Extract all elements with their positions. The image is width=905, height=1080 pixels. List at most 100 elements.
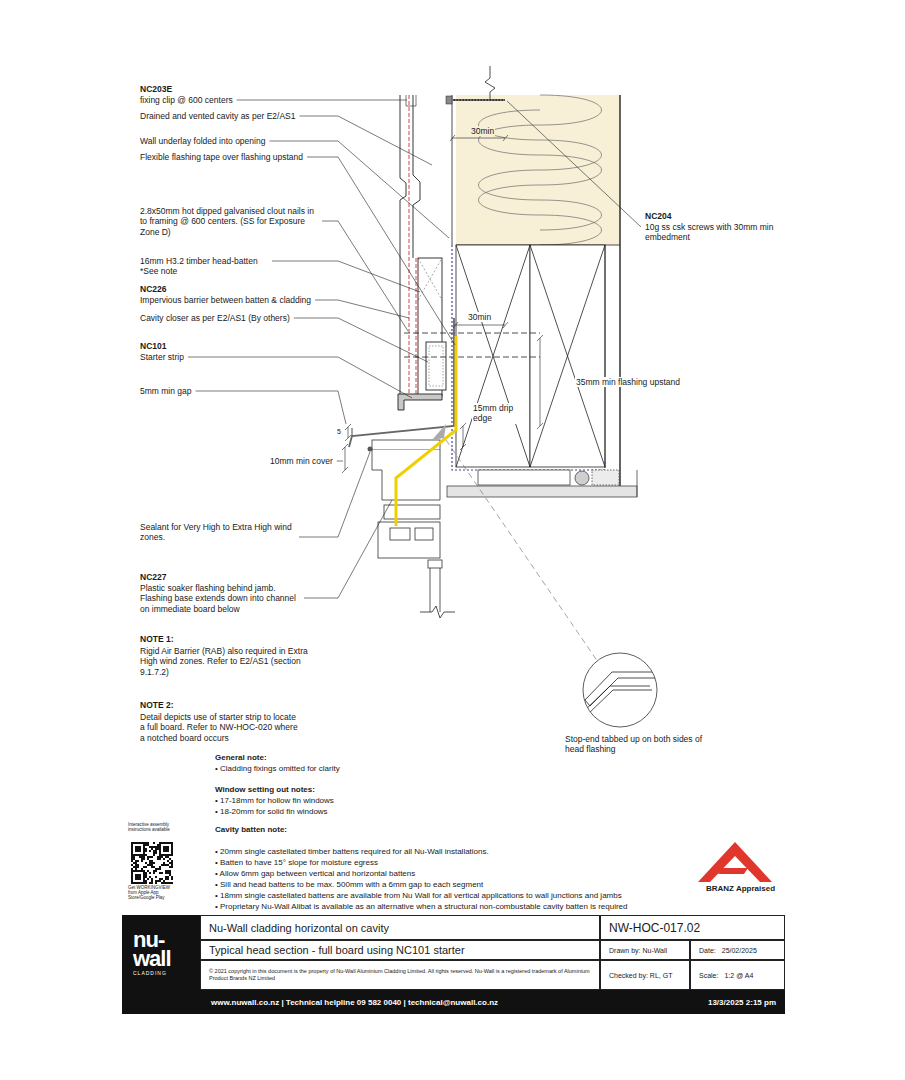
part-code: NC227: [140, 572, 166, 582]
qr-code: [141, 858, 143, 860]
qr-code: [135, 862, 137, 864]
qr-code: [131, 864, 133, 866]
qr-code: [131, 854, 133, 856]
reveal-lining: [478, 470, 570, 485]
cell-text: Drawn by: Nu-Wall: [609, 947, 667, 954]
qr-code: [137, 854, 139, 856]
cell-text: © 2021 copyright in this document is the…: [209, 968, 591, 982]
dimension: 35mm min flashing upstand: [575, 377, 681, 387]
cladding: [413, 95, 420, 258]
qr-code: [151, 866, 153, 868]
qr-code: [159, 848, 161, 850]
qr-code: [135, 866, 137, 868]
qr-code: [145, 862, 147, 864]
qr-code: [141, 856, 143, 858]
qr-code: [153, 852, 155, 854]
qr-code: [131, 872, 133, 874]
qr-code: [153, 866, 155, 868]
part-code: NC226: [140, 284, 166, 294]
qr-code: [155, 846, 157, 848]
qr-code: [167, 864, 169, 866]
qr-code: [159, 854, 161, 856]
qr-code: [141, 860, 143, 862]
qr-code: [161, 856, 163, 858]
callout-text: Drained and vented cavity as per E2/AS1: [140, 111, 295, 121]
qr-code: [159, 878, 161, 880]
qr-code: [141, 870, 143, 872]
qr-code: [133, 854, 135, 856]
qr-code: [135, 878, 137, 880]
qr-code: [151, 860, 153, 862]
reveal-lining: [575, 471, 589, 485]
qr-code: [145, 842, 147, 844]
qr-code: [137, 850, 139, 852]
qr-code: [143, 882, 145, 884]
window-frame: [428, 560, 442, 568]
qr-code: [153, 872, 155, 874]
drawing-number-cell: NW-HOC-017.02: [600, 915, 785, 940]
qr-code: [157, 858, 159, 860]
qr-code: [131, 856, 133, 858]
qr-code: [159, 880, 161, 882]
qr-code: [171, 862, 173, 864]
qr-code: [135, 842, 137, 844]
qr-code: [133, 862, 135, 864]
qr-code: [149, 872, 151, 874]
wall-framing: [619, 95, 620, 490]
window-frame: [368, 447, 373, 452]
qr-code: [131, 882, 133, 884]
qr-code: [143, 856, 145, 858]
drawn-by-cell: Drawn by: Nu-Wall: [600, 940, 690, 960]
qr-code: [145, 850, 147, 852]
qr-code: [159, 868, 161, 870]
leader-line: [315, 300, 409, 318]
insulation: [456, 95, 620, 245]
logo-block: nu-wallCLADDING: [122, 915, 200, 990]
qr-code: [139, 848, 141, 850]
cladding: [418, 258, 442, 300]
qr-code: [149, 846, 151, 848]
qr-code: [137, 874, 139, 876]
callout-text: Impervious barrier between batten & clad…: [140, 295, 311, 305]
qr-code: [143, 876, 145, 878]
insulation: [479, 110, 602, 230]
qr-code: [131, 874, 133, 876]
qr-code: [143, 842, 145, 844]
qr-code: [171, 854, 173, 856]
qr-code: [133, 882, 135, 884]
cell-text: Checked by: RL, GT: [609, 972, 672, 979]
qr-code: [135, 876, 137, 878]
qr-code: [157, 856, 159, 858]
qr-code: [161, 842, 163, 844]
qr-code: [165, 878, 167, 880]
qr-code: [131, 846, 133, 848]
qr-code: [137, 878, 139, 880]
qr-code: [131, 848, 133, 850]
qr-code: [157, 868, 159, 870]
date-cell: Date:25/02/2025: [690, 940, 785, 960]
qr-code: [169, 882, 171, 884]
leader-line: [272, 261, 420, 292]
qr-code: [133, 870, 135, 872]
qr-code: [167, 856, 169, 858]
qr-code: [135, 850, 137, 852]
qr-code: [163, 850, 165, 852]
qr-code: [145, 866, 147, 868]
dimension-line: [342, 135, 543, 473]
dimension-line: [342, 444, 348, 473]
qr-code: [171, 878, 173, 880]
qr-code: [169, 874, 171, 876]
cladding: [398, 95, 540, 410]
qr-code: [151, 862, 153, 864]
qr-code: [133, 858, 135, 860]
qr-code: [131, 858, 133, 860]
qr-code: [171, 860, 173, 862]
window-frame: [384, 505, 440, 519]
qr-code: [147, 842, 149, 844]
footer-band: www.nuwall.co.nz | Technical helpline 09…: [122, 990, 785, 1014]
detail-circle: [583, 686, 652, 716]
qr-code: [159, 842, 161, 844]
qr-code: [145, 880, 147, 882]
qr-code: [133, 842, 135, 844]
qr-code: [155, 876, 157, 878]
